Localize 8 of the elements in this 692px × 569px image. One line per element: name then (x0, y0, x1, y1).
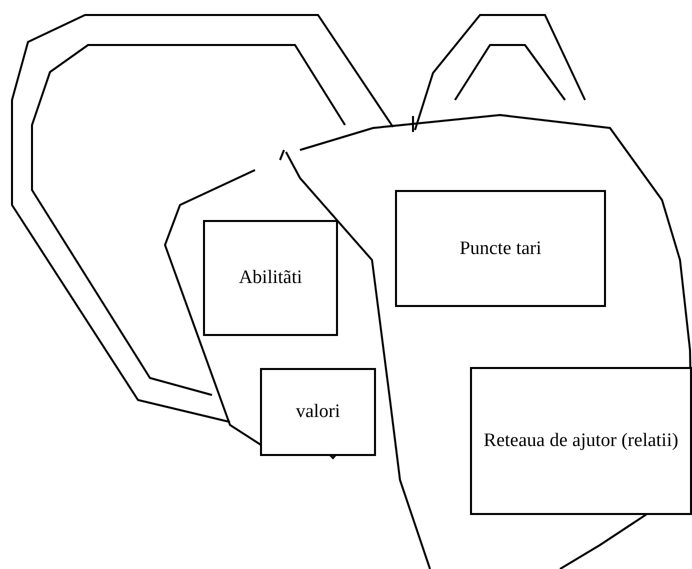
label-box (470, 367, 692, 515)
label-box (395, 190, 606, 307)
box-label: Reteaua de ajutor (relatii) (484, 429, 678, 454)
box-label: valori (296, 400, 340, 424)
box-label: Puncte tari (460, 236, 542, 261)
label-box (203, 220, 338, 336)
label-box (260, 368, 376, 456)
box-label: Abilitãti (238, 266, 302, 290)
